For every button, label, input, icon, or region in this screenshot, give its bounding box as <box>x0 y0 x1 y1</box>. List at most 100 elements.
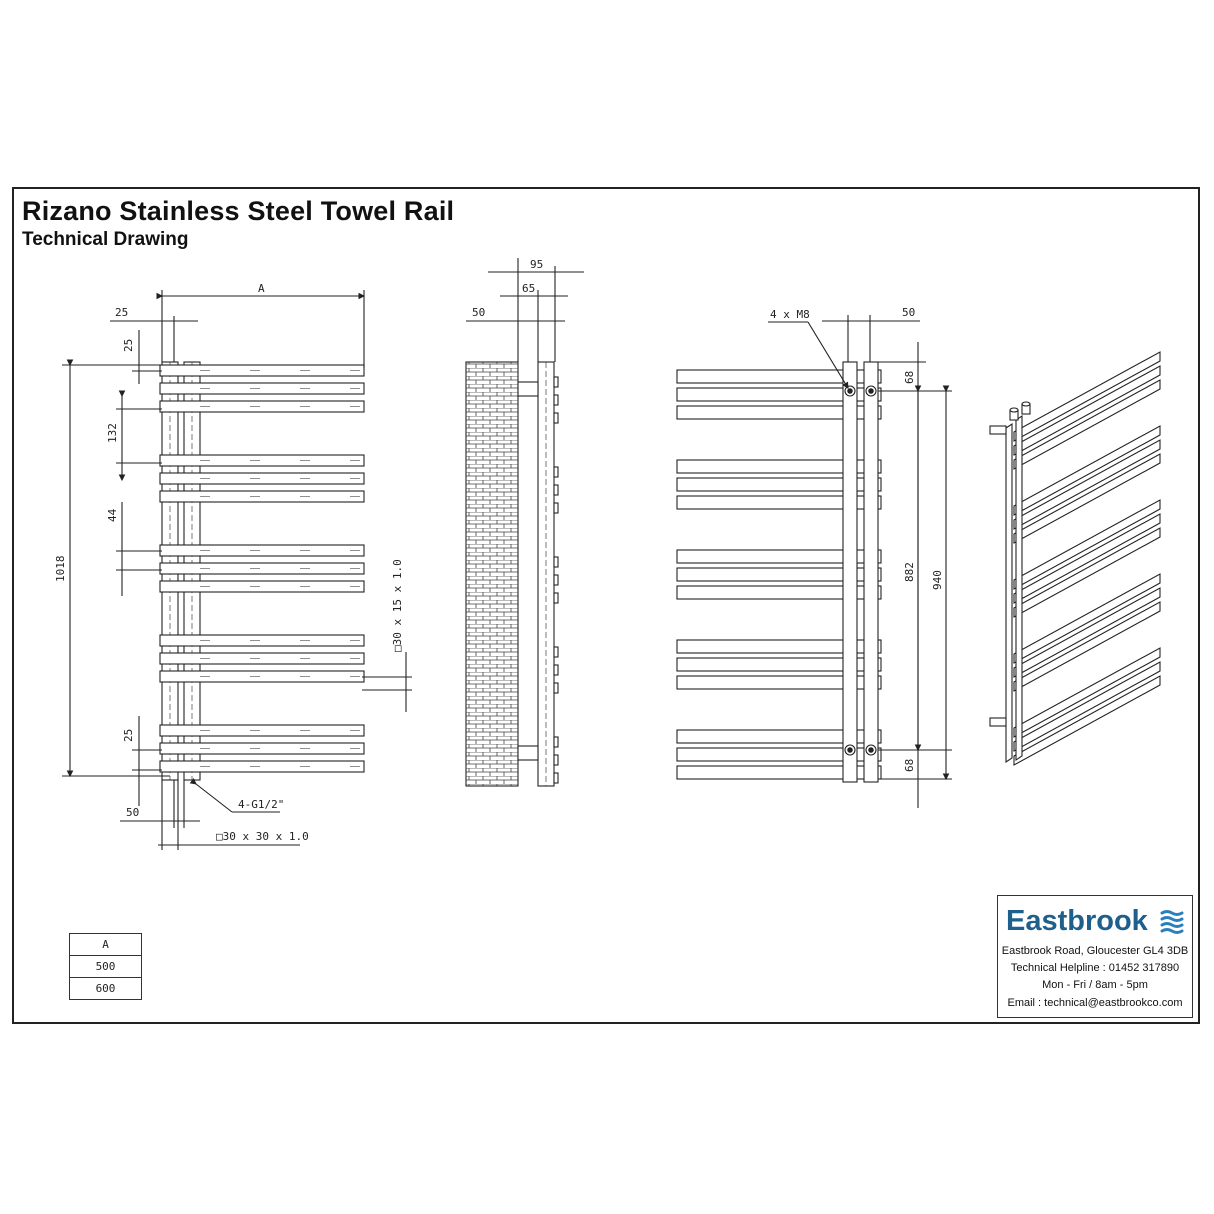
bolt-center <box>868 747 874 753</box>
dim-44-label: 44 <box>106 508 119 522</box>
rear-bar <box>676 585 882 600</box>
dim-132-label: 132 <box>106 423 119 443</box>
bolts-label: 4 x M8 <box>770 308 810 321</box>
dim-882-label: 882 <box>903 562 916 582</box>
dim-65-label: 65 <box>522 282 535 295</box>
isometric-bar <box>1013 587 1161 678</box>
bolt-center <box>847 388 853 394</box>
size-table-row: 600 <box>69 977 142 1000</box>
front-bar <box>159 652 365 665</box>
dim-95-label: 95 <box>530 258 543 271</box>
wave-lines-icon <box>1160 910 1184 934</box>
isometric-bar <box>1013 661 1161 752</box>
company-hours: Mon - Fri / 8am - 5pm <box>1042 979 1148 991</box>
isometric-bar <box>1013 675 1161 766</box>
rear-bar <box>676 477 882 492</box>
dim-68-top-label: 68 <box>903 371 916 384</box>
rear-view <box>676 315 952 808</box>
isometric-view <box>989 351 1161 766</box>
side-bar-stub <box>553 376 559 388</box>
side-bar-stub <box>553 394 559 406</box>
side-bar-stub <box>553 466 559 478</box>
side-dim-50-label: 50 <box>472 306 485 319</box>
front-bar <box>159 742 365 755</box>
rear-bar <box>676 387 882 402</box>
connection-label: 4-G1/2" <box>238 798 284 811</box>
drawing-subtitle: Technical Drawing <box>22 229 189 250</box>
side-bar-stub <box>553 556 559 568</box>
brand-logo-text: Eastbrook <box>1006 905 1148 937</box>
isometric-bar <box>1013 453 1161 544</box>
company-address: Eastbrook Road, Gloucester GL4 3DB <box>1001 945 1189 957</box>
front-bar <box>159 364 365 377</box>
front-bar <box>159 724 365 737</box>
side-bar-stub <box>553 664 559 676</box>
company-info-box: Eastbrook Eastbrook Road, Gloucester GL4… <box>997 895 1193 1018</box>
rear-bar <box>676 675 882 690</box>
rear-bar <box>676 729 882 744</box>
bolt-center <box>868 388 874 394</box>
bar-section-label: □30 x 15 x 1.0 <box>391 559 404 652</box>
front-bar <box>159 634 365 647</box>
size-table-header: A <box>69 933 142 956</box>
drawing-title: Rizano Stainless Steel Towel Rail <box>22 196 455 226</box>
dim-25-bottom-label: 25 <box>122 729 135 742</box>
isometric-bar <box>1013 425 1161 516</box>
rear-bar <box>676 657 882 672</box>
front-bar <box>159 544 365 557</box>
dim-25-top-label: 25 <box>115 306 128 319</box>
isometric-bar <box>1013 499 1161 590</box>
wall-bolts <box>844 385 877 756</box>
rear-bar <box>676 765 882 780</box>
side-bar-stub <box>553 646 559 658</box>
side-bar-stub <box>553 592 559 604</box>
front-bar <box>159 400 365 413</box>
dim-50-label: 50 <box>126 806 139 819</box>
front-bar <box>159 454 365 467</box>
front-view <box>62 290 412 850</box>
side-bar-stub <box>553 484 559 496</box>
isometric-bar <box>1013 527 1161 618</box>
dim-1018-label: 1018 <box>54 556 67 583</box>
front-bar <box>159 490 365 503</box>
side-bar-stub <box>553 412 559 424</box>
front-bar <box>159 580 365 593</box>
rear-bar <box>676 567 882 582</box>
rear-bar <box>676 639 882 654</box>
dim-940-label: 940 <box>931 570 944 590</box>
rear-bar <box>676 495 882 510</box>
side-bar-stub <box>553 574 559 586</box>
drawing-sheet-border <box>12 187 1200 1024</box>
size-table-row: 500 <box>69 955 142 978</box>
side-bar-stub <box>553 754 559 766</box>
isometric-bars <box>1013 351 1161 766</box>
rear-bars <box>676 369 882 780</box>
side-bar-stub <box>553 502 559 514</box>
rear-dim-50-label: 50 <box>902 306 915 319</box>
isometric-bar <box>1013 379 1161 470</box>
isometric-bar <box>1013 601 1161 692</box>
rear-bar <box>676 747 882 762</box>
rear-bar <box>676 549 882 564</box>
side-bar-stub <box>553 682 559 694</box>
isometric-bar <box>1013 647 1161 738</box>
isometric-bar <box>1013 365 1161 456</box>
side-bar-stub <box>553 772 559 784</box>
rear-bar <box>676 369 882 384</box>
side-bar-stub <box>553 736 559 748</box>
isometric-bar <box>1013 513 1161 604</box>
size-table: A 500 600 <box>69 933 142 1000</box>
isometric-bar <box>1013 439 1161 530</box>
rear-bar <box>676 459 882 474</box>
front-bar <box>159 760 365 773</box>
upright-section-label: □30 x 30 x 1.0 <box>216 830 309 843</box>
front-bar <box>159 562 365 575</box>
rear-bar <box>676 405 882 420</box>
bolt-center <box>847 747 853 753</box>
isometric-bar <box>1013 573 1161 664</box>
company-helpline: Technical Helpline : 01452 317890 <box>1010 962 1180 974</box>
front-bar <box>159 472 365 485</box>
dim-68-bottom-label: 68 <box>903 759 916 772</box>
front-bars <box>159 364 365 773</box>
